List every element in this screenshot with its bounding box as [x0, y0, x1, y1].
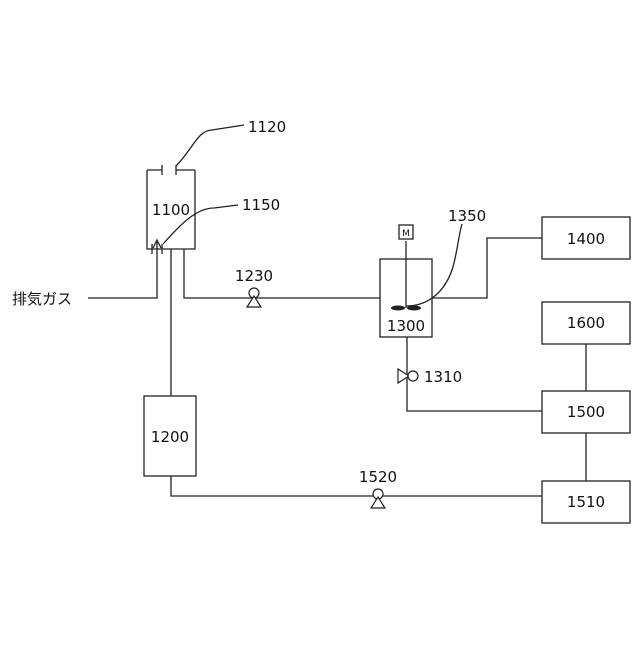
ref-1120-label: 1120	[248, 118, 286, 136]
pipe-1300-to-1400	[432, 238, 542, 298]
valve-1230-label: 1230	[235, 267, 273, 285]
pipe-inlet	[88, 242, 157, 298]
unit-1300-label: 1300	[387, 317, 425, 335]
unit-1510: 1510	[542, 481, 630, 523]
pipe-1100-to-1300	[184, 249, 380, 298]
unit-1510-label: 1510	[567, 493, 605, 511]
valve-1520-base	[371, 497, 385, 508]
top-opening-left	[147, 165, 162, 175]
motor-label: M	[402, 229, 410, 239]
unit-1200: 1200	[144, 396, 196, 476]
unit-1100: 1100	[147, 165, 195, 254]
unit-1400-label: 1400	[567, 230, 605, 248]
unit-1400: 1400	[542, 217, 630, 259]
ref-1150-label: 1150	[242, 196, 280, 214]
unit-1100-label: 1100	[152, 201, 190, 219]
leader-1120	[176, 125, 244, 166]
valve-1310-body	[408, 371, 418, 381]
valve-1230: 1230	[235, 267, 273, 307]
valve-1520: 1520	[359, 468, 397, 508]
valve-1520-label: 1520	[359, 468, 397, 486]
top-opening-right	[176, 165, 195, 175]
unit-1500-label: 1500	[567, 403, 605, 421]
unit-1500: 1500	[542, 391, 630, 433]
impeller-blade-left	[391, 306, 405, 311]
inlet-label: 排気ガス	[12, 290, 72, 308]
unit-1200-label: 1200	[151, 428, 189, 446]
pipe-1200-to-1510	[171, 476, 542, 496]
unit-1300: M 1300	[380, 225, 432, 337]
unit-1600: 1600	[542, 302, 630, 344]
unit-1600-label: 1600	[567, 314, 605, 332]
valve-1310-label: 1310	[424, 368, 462, 386]
ref-1350-label: 1350	[448, 207, 486, 225]
